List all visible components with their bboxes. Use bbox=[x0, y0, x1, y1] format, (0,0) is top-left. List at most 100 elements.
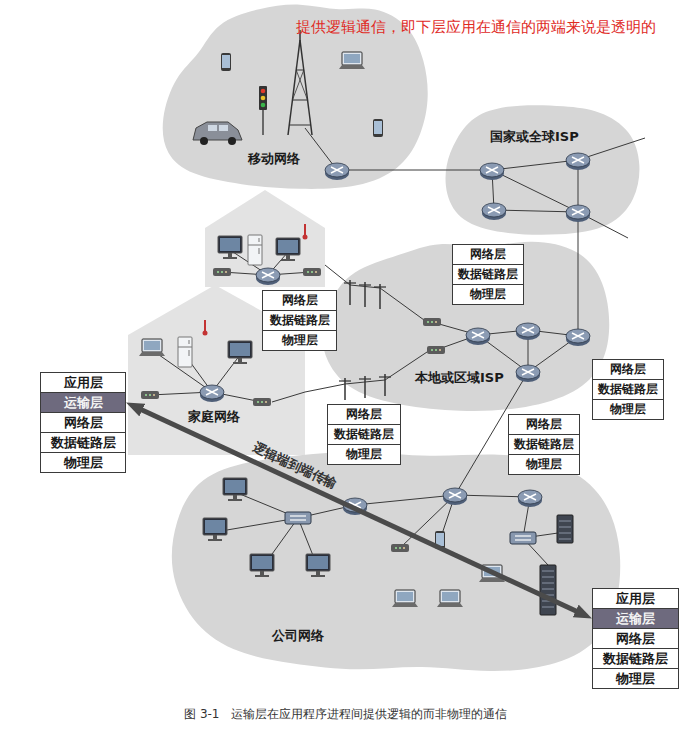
layer-box: 应用层 bbox=[592, 588, 679, 609]
layer-name: 应用层 bbox=[616, 590, 655, 608]
layer-name: 网络层 bbox=[282, 292, 318, 309]
switch-icon bbox=[285, 512, 311, 524]
server-icon-part bbox=[542, 571, 554, 572]
layer-box: 数据链路层 bbox=[262, 310, 337, 331]
monitor-icon-part bbox=[225, 480, 245, 493]
monitor-icon bbox=[276, 238, 300, 261]
router-icon-part bbox=[566, 153, 590, 167]
fridge-icon-part bbox=[248, 235, 262, 265]
switch-icon bbox=[510, 532, 536, 544]
router-icon-part bbox=[449, 492, 461, 498]
cell-tower-part bbox=[288, 40, 300, 135]
layer-name: 网络层 bbox=[616, 630, 655, 648]
server-icon bbox=[540, 565, 556, 615]
router-icon-part bbox=[522, 327, 534, 333]
monitor-icon-part bbox=[223, 478, 247, 495]
region-shape bbox=[322, 242, 609, 411]
fridge-icon-part bbox=[259, 248, 260, 254]
monitor-icon-part bbox=[218, 236, 242, 253]
layer-name: 物理层 bbox=[64, 454, 103, 472]
cell-tower-part bbox=[300, 40, 312, 135]
utility-pole bbox=[339, 378, 351, 400]
layer-name: 网络层 bbox=[526, 416, 562, 433]
server-icon-part bbox=[542, 577, 554, 578]
layer-name: 数据链路层 bbox=[598, 381, 658, 398]
laptop-icon-part bbox=[437, 603, 463, 607]
layer-box: 数据链路层 bbox=[327, 424, 401, 445]
monitor-icon-part bbox=[205, 520, 225, 533]
layer-box: 物理层 bbox=[592, 668, 679, 689]
modem-icon bbox=[253, 398, 271, 406]
traffic-light bbox=[259, 86, 267, 135]
modem-icon-part bbox=[253, 398, 271, 406]
layer-name: 物理层 bbox=[616, 670, 655, 688]
laptop-icon bbox=[139, 339, 165, 356]
router-icon-part bbox=[572, 209, 584, 215]
car-icon bbox=[193, 122, 242, 145]
phone-icon-part bbox=[222, 55, 230, 68]
router-icon bbox=[482, 203, 506, 220]
network-cloud: 公司网络 bbox=[160, 440, 630, 680]
monitor-icon-part bbox=[238, 358, 242, 362]
fridge-icon-part bbox=[178, 337, 192, 367]
monitor-icon-part bbox=[278, 240, 298, 253]
switch-icon-part bbox=[285, 512, 311, 524]
laptop-icon-part bbox=[342, 52, 362, 65]
router-icon bbox=[566, 153, 590, 170]
monitor-icon-part bbox=[228, 499, 242, 501]
utility-pole-part bbox=[359, 378, 371, 379]
modem-icon bbox=[423, 318, 441, 326]
cell-tower bbox=[288, 30, 312, 135]
laptop-icon bbox=[339, 52, 365, 69]
layer-box: 物理层 bbox=[327, 444, 401, 465]
figure-caption: 图 3-1 运输层在应用程序进程间提供逻辑的而非物理的通信 bbox=[184, 706, 507, 723]
laptop-icon bbox=[437, 590, 463, 607]
utility-pole-part bbox=[339, 380, 351, 381]
network-link-part bbox=[492, 160, 578, 170]
layer-box: 物理层 bbox=[508, 454, 580, 475]
fridge-icon bbox=[248, 235, 262, 265]
router-icon-part bbox=[488, 207, 500, 213]
car-icon-part bbox=[208, 125, 217, 131]
monitor-icon bbox=[250, 554, 274, 577]
highlighted-layer-box: 运输层 bbox=[40, 392, 126, 413]
monitor-icon bbox=[306, 554, 330, 577]
laptop-icon-part bbox=[339, 65, 365, 69]
layer-box: 网络层 bbox=[592, 359, 664, 380]
layer-box: 网络层 bbox=[508, 414, 580, 435]
region-label: 移动网络 bbox=[248, 150, 300, 168]
router-icon-part bbox=[466, 328, 490, 342]
utility-pole-part bbox=[344, 282, 356, 283]
router-icon-part bbox=[524, 494, 536, 500]
fridge-icon-part bbox=[189, 340, 190, 344]
server-icon-part bbox=[559, 521, 571, 522]
modem-icon bbox=[141, 391, 159, 399]
router-icon-part bbox=[566, 205, 590, 219]
highlighted-layer-box: 运输层 bbox=[592, 608, 679, 629]
modem-icon bbox=[391, 544, 409, 552]
utility-pole bbox=[359, 376, 371, 398]
modem-icon-part bbox=[153, 394, 155, 396]
router-icon bbox=[518, 490, 542, 507]
layer-box: 数据链路层 bbox=[508, 434, 580, 455]
modem-icon-part bbox=[435, 349, 437, 351]
modem-icon bbox=[427, 346, 445, 354]
laptop-icon-part bbox=[397, 592, 413, 601]
layer-name: 物理层 bbox=[346, 446, 382, 463]
monitor-icon-part bbox=[233, 495, 237, 499]
router-icon bbox=[566, 329, 590, 346]
fridge-icon-part bbox=[248, 245, 262, 246]
modem-icon-part bbox=[303, 268, 321, 276]
layer-box: 物理层 bbox=[40, 452, 126, 473]
laptop-icon-part bbox=[395, 590, 415, 603]
modem-icon-part bbox=[427, 346, 445, 354]
modem-icon-part bbox=[315, 271, 317, 273]
utility-pole-part bbox=[364, 282, 366, 307]
cell-tower-part bbox=[292, 100, 307, 101]
modem-icon-part bbox=[265, 401, 267, 403]
utility-pole-part bbox=[349, 280, 351, 305]
router-icon-part bbox=[331, 167, 343, 173]
region-outline bbox=[160, 440, 630, 680]
traffic-light-part bbox=[262, 110, 264, 135]
modem-icon-part bbox=[403, 547, 405, 549]
